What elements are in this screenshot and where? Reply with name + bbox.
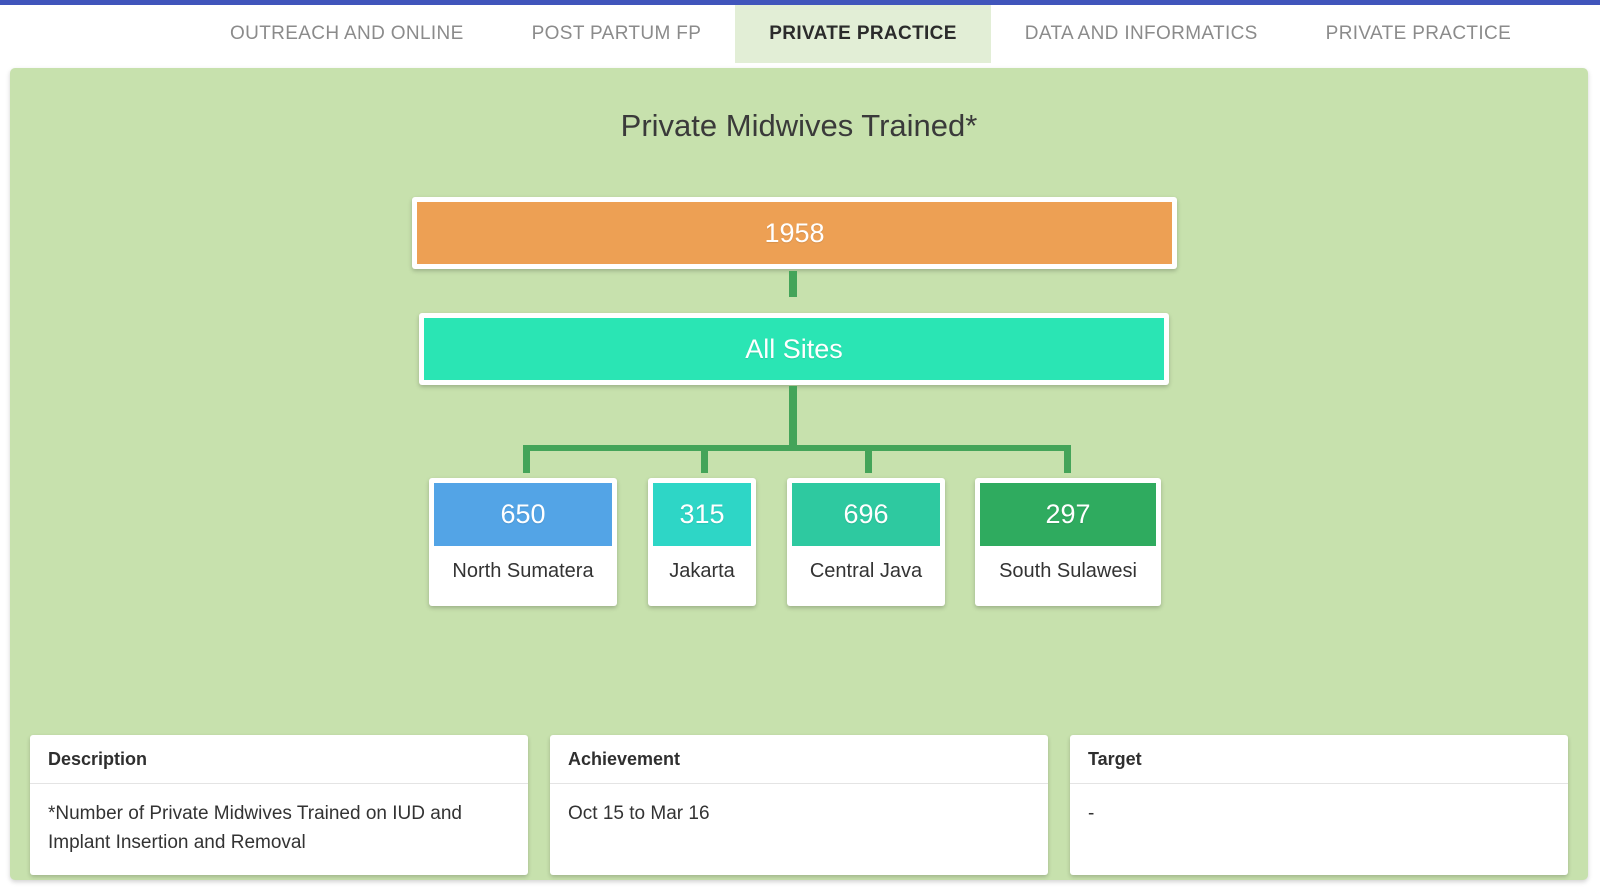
hierarchy-diagram: 1958 All Sites 650 North Sumatera 315 Ja… — [10, 68, 1588, 880]
info-card-row: Description *Number of Private Midwives … — [10, 735, 1588, 875]
description-card: Description *Number of Private Midwives … — [30, 735, 528, 875]
page-title: Private Midwives Trained* — [620, 108, 978, 143]
total-node[interactable]: 1958 — [412, 197, 1177, 269]
tab-private-practice-active[interactable]: PRIVATE PRACTICE — [735, 5, 991, 63]
site-value: 696 — [792, 483, 940, 546]
all-sites-node-label: All Sites — [424, 318, 1164, 380]
achievement-card: Achievement Oct 15 to Mar 16 — [550, 735, 1048, 875]
top-accent-bar — [0, 0, 1600, 5]
description-card-body: *Number of Private Midwives Trained on I… — [48, 803, 462, 854]
site-card-south-sulawesi[interactable]: 297 South Sulawesi — [975, 478, 1161, 606]
site-card-jakarta[interactable]: 315 Jakarta — [648, 478, 756, 606]
tab-bar: OUTREACH AND ONLINE POST PARTUM FP PRIVA… — [0, 5, 1600, 63]
tab-label: PRIVATE PRACTICE — [769, 23, 957, 44]
site-card-north-sumatera[interactable]: 650 North Sumatera — [429, 478, 617, 606]
tab-label: DATA AND INFORMATICS — [1024, 23, 1258, 44]
connector-drop-south-sulawesi — [1064, 445, 1071, 473]
all-sites-node[interactable]: All Sites — [419, 313, 1169, 385]
site-label: Jakarta — [669, 560, 735, 582]
dashboard-panel: Private Midwives Trained* 1958 All Sites… — [10, 68, 1588, 880]
tab-label: PRIVATE PRACTICE — [1325, 23, 1512, 44]
tab-label: POST PARTUM FP — [531, 23, 702, 44]
tab-post-partum-fp[interactable]: POST PARTUM FP — [498, 5, 736, 63]
achievement-card-body: Oct 15 to Mar 16 — [568, 803, 710, 824]
tab-outreach-and-online[interactable]: OUTREACH AND ONLINE — [196, 5, 498, 63]
connector-drop-north-sumatera — [523, 445, 530, 473]
site-value: 650 — [434, 483, 612, 546]
achievement-card-header: Achievement — [550, 735, 1048, 784]
connector-horizontal-bar — [523, 445, 1071, 451]
site-label: North Sumatera — [452, 560, 594, 582]
connector-drop-jakarta — [701, 445, 708, 473]
target-card-body: - — [1088, 803, 1095, 824]
connector-stem-middle — [789, 386, 797, 451]
tab-data-and-informatics[interactable]: DATA AND INFORMATICS — [991, 5, 1292, 63]
site-value: 297 — [980, 483, 1156, 546]
site-card-central-java[interactable]: 696 Central Java — [787, 478, 945, 606]
site-label: Central Java — [809, 560, 923, 582]
site-value: 315 — [653, 483, 751, 546]
target-card-header: Target — [1070, 735, 1568, 784]
target-card: Target - — [1070, 735, 1568, 875]
connector-stem-top — [789, 271, 797, 297]
description-card-header: Description — [30, 735, 528, 784]
site-label: South Sulawesi — [999, 560, 1137, 582]
total-node-value: 1958 — [417, 202, 1172, 264]
tab-private-practice-secondary[interactable]: PRIVATE PRACTICE — [1292, 5, 1545, 63]
tab-label: OUTREACH AND ONLINE — [230, 23, 464, 44]
connector-drop-central-java — [865, 445, 872, 473]
